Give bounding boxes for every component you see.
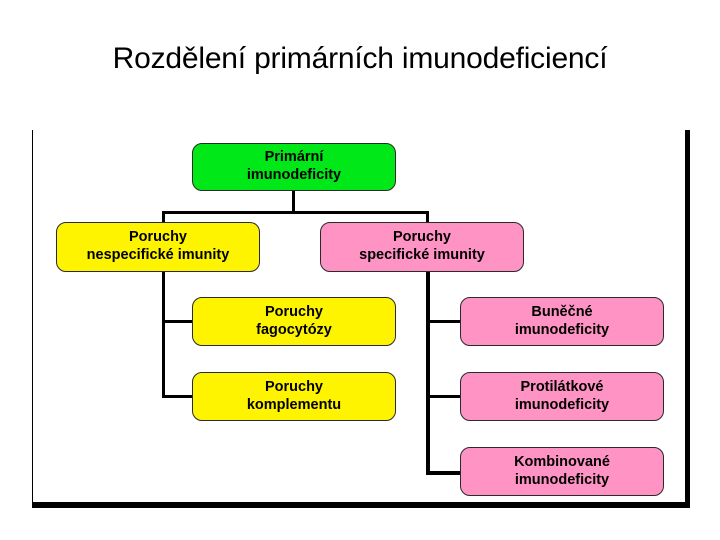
node-label-line2: komplementu <box>246 396 342 413</box>
node-label-line2: imunodeficity <box>514 396 610 413</box>
connector-nonspecific-to-complement <box>162 395 194 398</box>
connector-nonspecific-spine <box>162 270 165 398</box>
node-label-line1: Buněčné <box>531 303 593 320</box>
node-label-line1: Poruchy <box>392 229 451 246</box>
connector-specific-to-combined <box>426 471 462 475</box>
connector-specific-spine <box>426 270 430 474</box>
connector-root-horizontal-bus <box>162 211 429 214</box>
diagram-frame-left-border <box>32 130 33 502</box>
connector-root-to-nonspecific <box>162 211 165 224</box>
node-label-line1: Kombinované <box>514 453 610 470</box>
node-combined-immunodeficiencies: Kombinované imunodeficity <box>460 447 664 496</box>
connector-root-to-specific <box>426 211 429 224</box>
node-label-line2: fagocytózy <box>256 321 332 338</box>
node-label-line1: Poruchy <box>264 378 323 395</box>
node-complement-disorders: Poruchy komplementu <box>192 372 396 421</box>
node-nonspecific-immunity-disorders: Poruchy nespecifické imunity <box>56 222 260 272</box>
node-label-line1: Poruchy <box>128 229 187 246</box>
node-primary-immunodeficiencies: Primární imunodeficity <box>192 143 396 191</box>
node-specific-immunity-disorders: Poruchy specifické imunity <box>320 222 524 272</box>
node-label-line2: nespecifické imunity <box>86 247 230 263</box>
node-cellular-immunodeficiencies: Buněčné imunodeficity <box>460 297 664 346</box>
page-title: Rozdělení primárních imunodeficiencí <box>112 42 608 75</box>
diagram-frame-bottom-border <box>32 502 690 508</box>
connector-nonspecific-to-phagocytosis <box>162 320 194 323</box>
node-label-line1: Poruchy <box>264 303 323 320</box>
node-label-line2: imunodeficity <box>514 471 610 488</box>
node-antibody-immunodeficiencies: Protilátkové imunodeficity <box>460 372 664 421</box>
connector-specific-to-cellular <box>426 320 462 323</box>
node-label-line2: imunodeficity <box>514 321 610 338</box>
connector-root-stem <box>292 191 295 213</box>
immunodeficiency-classification-diagram: Primární imunodeficity Poruchy nespecifi… <box>32 130 690 508</box>
node-label-line2: imunodeficity <box>246 167 342 183</box>
diagram-frame-right-border <box>685 130 690 502</box>
node-label-line1: Primární <box>264 149 324 166</box>
node-label-line2: specifické imunity <box>359 247 485 263</box>
connector-specific-to-antibody <box>426 395 462 398</box>
node-phagocytosis-disorders: Poruchy fagocytózy <box>192 297 396 346</box>
node-label-line1: Protilátkové <box>520 378 604 395</box>
